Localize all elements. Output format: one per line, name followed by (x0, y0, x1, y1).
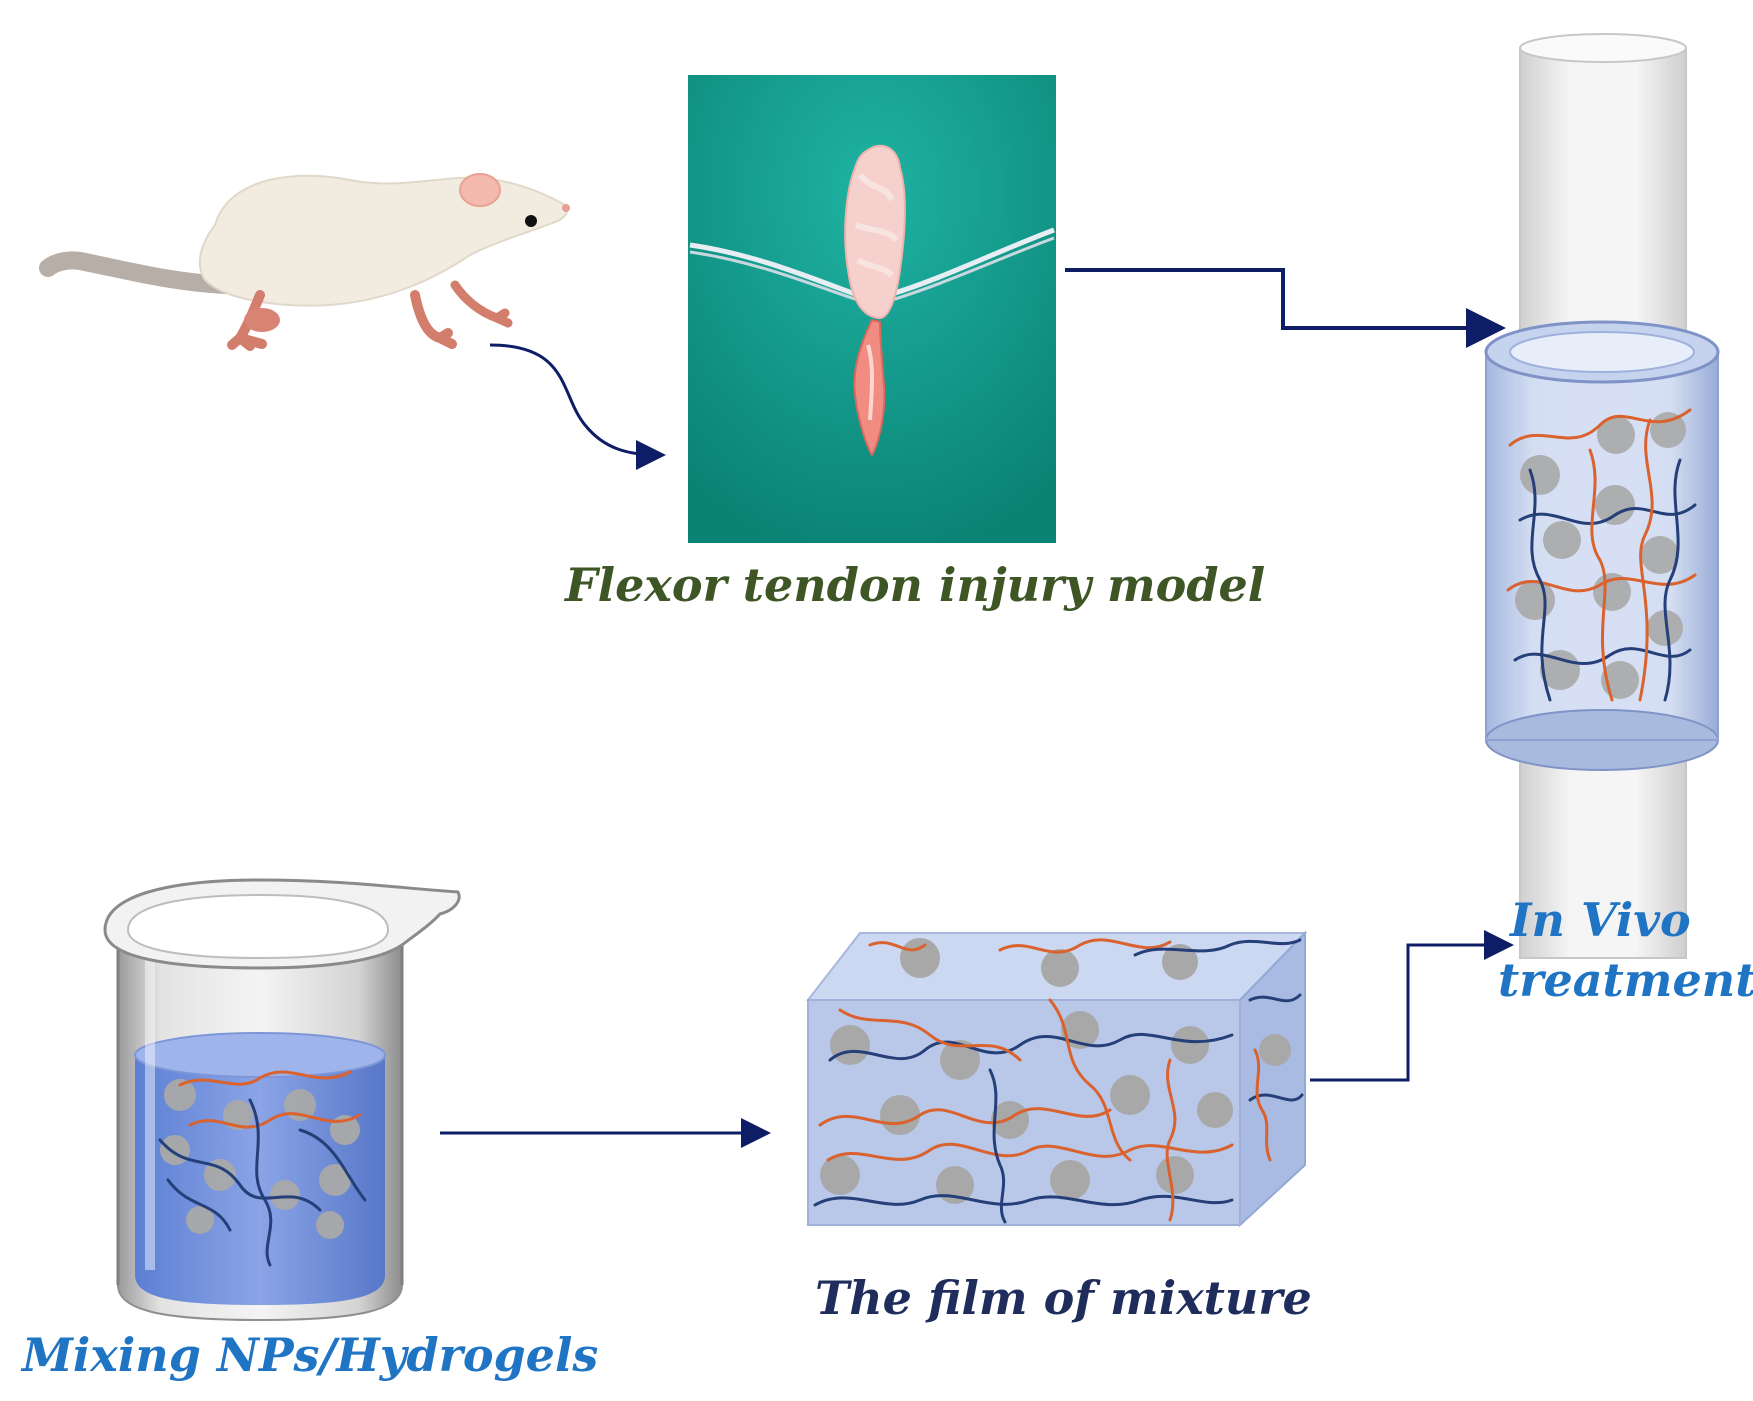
arrow-rat-to-model (489, 343, 666, 470)
hydrogel-film-block (805, 930, 1308, 1228)
arrow-film-to-treatment (1310, 930, 1514, 1082)
label-film: The film of mixture (815, 1271, 1312, 1325)
label-treatment: treatment (1498, 953, 1753, 1007)
label-in-vivo: In Vivo (1510, 893, 1691, 947)
arrow-model-to-treatment (1065, 268, 1506, 348)
tendon-photo (688, 75, 1056, 543)
label-flexor-model: Flexor tendon injury model (565, 558, 1266, 612)
tendon-sheath-cylinder (1484, 33, 1720, 959)
rat-illustration (39, 173, 570, 351)
label-mixing: Mixing NPs/Hydrogels (22, 1328, 599, 1382)
beaker-icon (103, 878, 461, 1322)
